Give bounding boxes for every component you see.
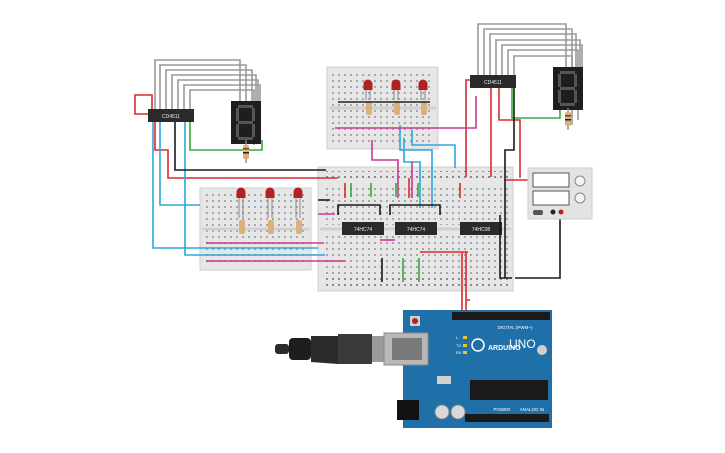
microcontroller-chip xyxy=(470,380,548,400)
breadboard-top xyxy=(326,66,439,150)
led-rx-label: RX xyxy=(456,350,462,355)
seven-segment-display-left xyxy=(231,101,261,144)
pink-wires xyxy=(206,96,477,262)
logic-chip-b: 74HC74 xyxy=(395,222,437,235)
decoder-chip-right: CD4511 xyxy=(470,75,516,88)
breadboard-left xyxy=(199,187,312,271)
logic-a-label: 74HC74 xyxy=(354,227,373,233)
logic-chip-a: 74HC74 xyxy=(342,222,384,235)
arduino-brand: ARDUINO xyxy=(488,345,521,352)
seven-segment-display-right xyxy=(553,67,583,110)
green-wires xyxy=(189,88,561,282)
black-wires xyxy=(174,88,561,282)
power-analog-header xyxy=(465,414,549,422)
arduino-model: UNO xyxy=(509,337,536,351)
arduino-uno: DIGITAL (PWM~) ARDUINO UNO L TX RX POWER… xyxy=(383,310,552,428)
analog-header-label: ANALOG IN xyxy=(520,407,545,412)
power-supply xyxy=(527,167,593,220)
led-l-label: L xyxy=(456,335,459,340)
digital-header-label: DIGITAL (PWM~) xyxy=(498,325,533,330)
led-tx-label: TX xyxy=(456,343,461,348)
logic-c-label: 74HC08 xyxy=(472,227,491,233)
red-wires xyxy=(134,79,558,312)
resistor-display-right xyxy=(565,108,571,130)
usb-cable xyxy=(275,334,384,364)
decoder-left-label: CD4511 xyxy=(162,114,180,120)
power-header-label: POWER xyxy=(493,407,511,412)
led-group-left xyxy=(236,187,303,234)
resistor-display-left xyxy=(243,140,249,163)
decoder-right-label: CD4511 xyxy=(484,80,502,86)
decoder-chip-left: CD4511 xyxy=(148,109,194,122)
logic-b-label: 74HC74 xyxy=(407,227,426,233)
led-group-top xyxy=(338,79,430,115)
logic-chip-c: 74HC08 xyxy=(460,222,502,235)
gray-wires-right xyxy=(477,23,583,125)
digital-pin-header xyxy=(452,312,550,320)
